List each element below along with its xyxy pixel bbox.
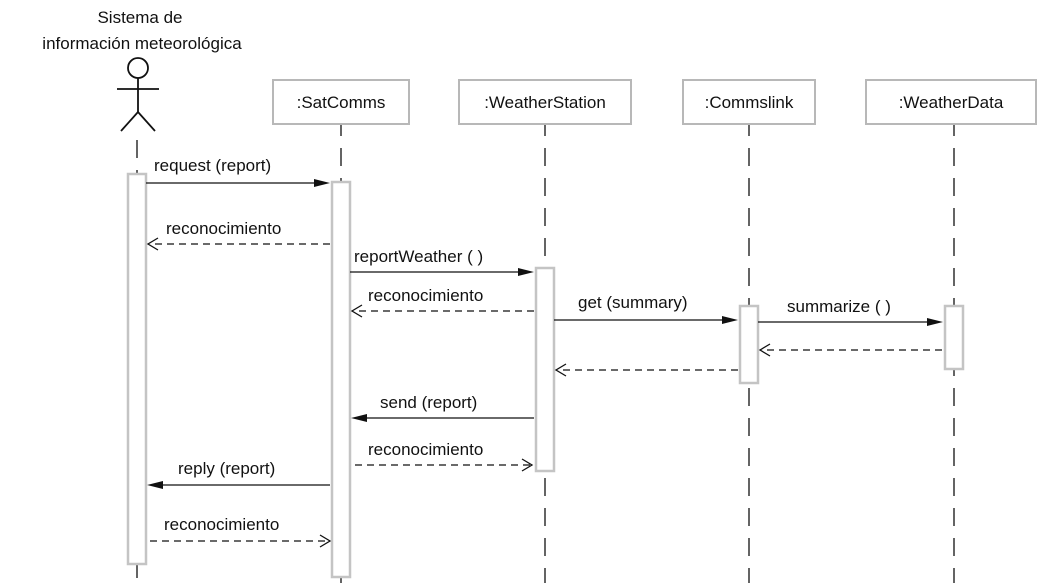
message-report-weather: reportWeather ( ) [350, 247, 534, 276]
actor-stick-figure-icon [117, 57, 159, 132]
message-reconocimiento-1: reconocimiento [146, 219, 330, 251]
object-box-weatherdata: :WeatherData [865, 79, 1037, 125]
message-reconocimiento-3: reconocimiento [355, 440, 534, 472]
message-reply-report: reply (report) [147, 459, 330, 489]
actor-title-line-2: información meteorológica [42, 34, 242, 53]
activation-weatherdata [943, 304, 965, 371]
message-label: reconocimiento [166, 219, 281, 238]
message-label: get (summary) [578, 293, 688, 312]
actor-title-line-1: Sistema de [97, 8, 182, 27]
message-label: reconocimiento [368, 286, 483, 305]
object-label-satcomms: :SatComms [297, 93, 386, 112]
object-box-weatherstation: :WeatherStation [458, 79, 632, 125]
object-box-commslink: :Commslink [682, 79, 816, 125]
message-request-report: request (report) [146, 156, 330, 187]
object-label-commslink: :Commslink [705, 93, 794, 112]
object-label-weatherdata: :WeatherData [899, 93, 1004, 112]
message-summarize: summarize ( ) [758, 297, 943, 326]
message-return-get [554, 363, 738, 377]
activation-satcomms [330, 180, 352, 579]
message-send-report: send (report) [351, 393, 534, 422]
message-reconocimiento-4: reconocimiento [150, 515, 332, 548]
activation-actor [126, 172, 148, 566]
message-label: reconocimiento [164, 515, 279, 534]
message-label: reportWeather ( ) [354, 247, 483, 266]
message-label: reconocimiento [368, 440, 483, 459]
object-label-weatherstation: :WeatherStation [484, 93, 606, 112]
activation-weatherstation [534, 266, 556, 473]
activation-commslink [738, 304, 760, 385]
message-label: request (report) [154, 156, 271, 175]
message-reconocimiento-2: reconocimiento [350, 286, 534, 318]
message-label: reply (report) [178, 459, 275, 478]
message-get-summary: get (summary) [554, 293, 738, 324]
message-return-summary [758, 343, 942, 357]
message-label: summarize ( ) [787, 297, 891, 316]
object-box-satcomms: :SatComms [272, 79, 410, 125]
message-label: send (report) [380, 393, 477, 412]
